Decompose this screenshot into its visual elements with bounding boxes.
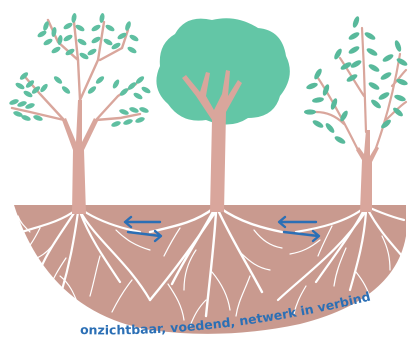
middle-tree bbox=[156, 18, 289, 212]
left-tree bbox=[8, 13, 151, 214]
right-tree-trunk bbox=[356, 130, 379, 212]
right-tree bbox=[304, 15, 408, 212]
left-tree-trunk bbox=[62, 100, 98, 214]
